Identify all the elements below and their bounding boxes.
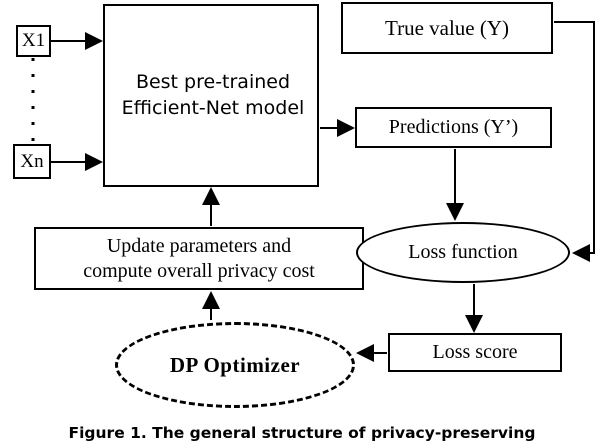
node-update-line2: compute overall privacy cost	[83, 259, 315, 282]
node-input-first[interactable]: X1	[16, 25, 51, 57]
node-dp-optimizer-label: DP Optimizer	[169, 352, 301, 377]
node-predictions[interactable]: Predictions (Y’)	[355, 107, 552, 148]
node-update-line1: Update parameters and	[106, 234, 292, 257]
node-model-line1: Best pre-trained	[135, 71, 291, 94]
node-predictions-label: Predictions (Y’)	[388, 116, 519, 138]
node-model[interactable]: Best pre-trained Efficient-Net model	[103, 4, 319, 187]
node-model-label: Best pre-trained Efficient-Net model	[118, 70, 305, 120]
edge-true-value-to-loss-function	[554, 21, 595, 262]
node-true-value-label: True value (Y)	[384, 15, 510, 40]
node-input-first-label: X1	[21, 30, 46, 51]
node-loss-score[interactable]: Loss score	[388, 333, 562, 372]
node-loss-function-label: Loss function	[408, 241, 518, 263]
node-update-label: Update parameters and compute overall pr…	[83, 234, 315, 284]
node-input-last-label: Xn	[20, 150, 44, 172]
node-model-line2: Efficient-Net model	[121, 96, 305, 119]
node-true-value[interactable]: True value (Y)	[341, 2, 553, 54]
node-loss-score-label: Loss score	[432, 341, 518, 363]
node-input-last[interactable]: Xn	[13, 144, 51, 179]
node-loss-function[interactable]: Loss function	[356, 222, 570, 283]
node-update-parameters[interactable]: Update parameters and compute overall pr…	[34, 227, 364, 290]
figure-caption: Figure 1. The general structure of priva…	[68, 424, 536, 442]
node-dp-optimizer[interactable]: DP Optimizer	[115, 322, 355, 408]
